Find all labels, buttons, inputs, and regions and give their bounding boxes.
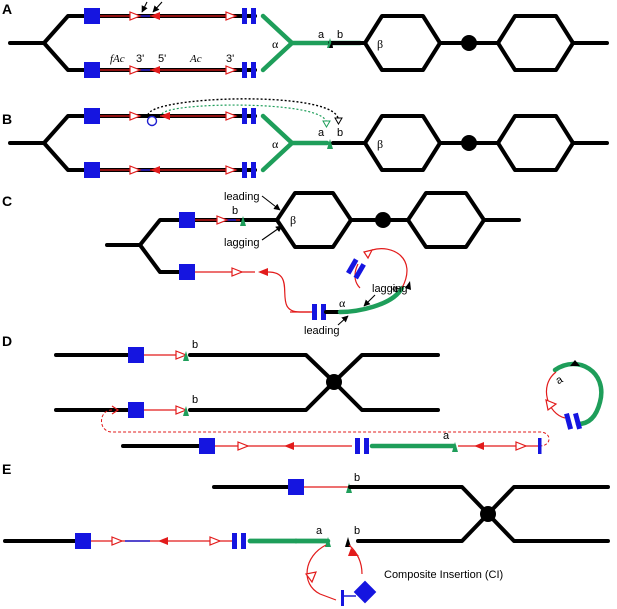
gene-box	[179, 212, 195, 228]
lagging-label: lagging	[372, 283, 407, 295]
b-label: b	[232, 205, 238, 217]
panel-b: B α β a b	[2, 98, 609, 178]
centromere	[326, 374, 342, 390]
open-arrowhead	[225, 65, 238, 75]
gene-box	[179, 264, 195, 280]
panel-b-label: B	[2, 111, 12, 127]
three-prime-label: 3'	[226, 53, 234, 65]
beta-label: β	[377, 37, 383, 51]
b-label: b	[192, 339, 198, 351]
a-label: a	[318, 127, 325, 139]
panel-c-label: C	[2, 193, 12, 209]
gene-box	[84, 8, 100, 24]
gene-bar	[242, 62, 247, 78]
panel-c: C b leading lagging β lagging	[2, 191, 521, 337]
ac-label: Ac	[189, 53, 202, 65]
b-label: b	[337, 127, 343, 139]
gene-bar	[251, 62, 256, 78]
gene-bar	[242, 8, 247, 24]
centromere	[461, 35, 477, 51]
open-arrowhead	[129, 65, 142, 75]
gene-bar	[242, 162, 247, 178]
b-label: b	[354, 472, 360, 484]
a-label: a	[554, 373, 566, 387]
filled-arrowhead	[150, 12, 160, 20]
b-label: b	[192, 394, 198, 406]
gene-bar	[251, 8, 256, 24]
three-prime-label: 3'	[136, 53, 144, 65]
a-label: a	[443, 430, 450, 442]
open-arrowhead	[225, 11, 238, 21]
leading-label: leading	[224, 191, 259, 203]
b-label: b	[354, 525, 360, 537]
alpha-label: α	[272, 137, 279, 151]
centromere	[480, 506, 496, 522]
panel-d: D b b a a	[2, 333, 604, 454]
composite-insertion-label: Composite Insertion (CI)	[384, 569, 503, 581]
gene-bar	[251, 162, 256, 178]
gene-box	[84, 108, 100, 124]
beta-label: β	[290, 213, 296, 227]
b-label: b	[337, 29, 343, 41]
five-prime-label: 5'	[158, 53, 166, 65]
panel-a-label: A	[2, 1, 12, 17]
lagging-label: lagging	[224, 237, 259, 249]
fac-label: fAc	[110, 53, 125, 65]
gene-box	[84, 162, 100, 178]
gene-bar	[242, 108, 247, 124]
alpha-label: α	[339, 296, 346, 310]
gene-box	[84, 62, 100, 78]
panel-e: E b a b Composite I	[2, 461, 610, 606]
alpha-label: α	[272, 37, 279, 51]
gene-bar	[251, 108, 256, 124]
centromere	[461, 135, 477, 151]
leading-label: leading	[304, 325, 339, 337]
beta-label: β	[377, 137, 383, 151]
centromere	[375, 212, 391, 228]
excision-site	[146, 115, 158, 127]
filled-arrowhead	[150, 66, 160, 74]
open-arrowhead	[129, 11, 142, 21]
panel-e-label: E	[2, 461, 11, 477]
panel-a: A fAc 3' 5'	[2, 1, 609, 78]
a-label: a	[318, 29, 325, 41]
a-label: a	[316, 525, 323, 537]
panel-d-label: D	[2, 333, 12, 349]
